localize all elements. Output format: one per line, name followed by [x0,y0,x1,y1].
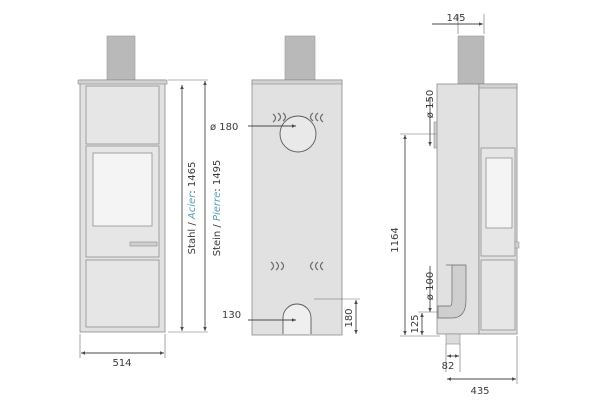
side-view: 145 ø 150 1164 ø 100 125 82 435 [390,13,520,397]
front-door-handle [129,241,158,247]
side-chimney-pipe [457,35,485,85]
back-top-plate [251,79,343,85]
back-flue-diameter-label: ø 180 [210,122,238,133]
side-depth-label: 435 [470,386,489,397]
front-door-glass [92,152,153,227]
side-top-diameter-label: ø 150 [425,90,436,118]
height-stone-value: : 1495 [212,160,223,192]
front-lower-panel [85,259,160,328]
back-air-inlet-width-label: 130 [222,310,241,321]
height-steel-value: : 1465 [187,162,198,194]
back-air-inlet [282,303,312,334]
side-foot [445,333,461,345]
height-steel-alt: Acier [187,193,198,220]
height-steel-label: Stahl / Acier: 1465 [187,162,198,255]
front-view: 514 Stahl / Acier: 1465 Stein / Pierre: … [77,35,223,369]
side-flue-height-label: 1164 [390,227,401,252]
back-chimney-pipe [284,35,316,85]
back-upper-vents [270,112,324,271]
side-pipe-offset-label: 145 [446,13,465,24]
side-air-offset-label: 82 [442,361,455,372]
side-door-handle [514,241,520,249]
back-flue-outlet [279,115,317,153]
height-stone-label: Stein / Pierre: 1495 [212,160,223,257]
front-chimney-pipe [106,35,136,85]
back-view: ø 180 130 180 [210,35,360,336]
height-steel-prefix: Stahl / [187,219,198,254]
height-stone-prefix: Stein / [212,221,223,256]
height-stone-alt: Pierre [212,192,223,221]
side-air-height-label: 125 [410,314,421,333]
front-width-label: 514 [112,358,131,369]
front-top-plate [77,79,168,85]
side-air-diameter-label: ø 100 [425,272,436,300]
side-door-glass [485,157,513,229]
side-lower-panel [480,259,516,331]
back-air-inlet-height-label: 180 [344,308,355,327]
front-upper-panel [85,85,160,145]
side-top-plate [478,83,518,89]
